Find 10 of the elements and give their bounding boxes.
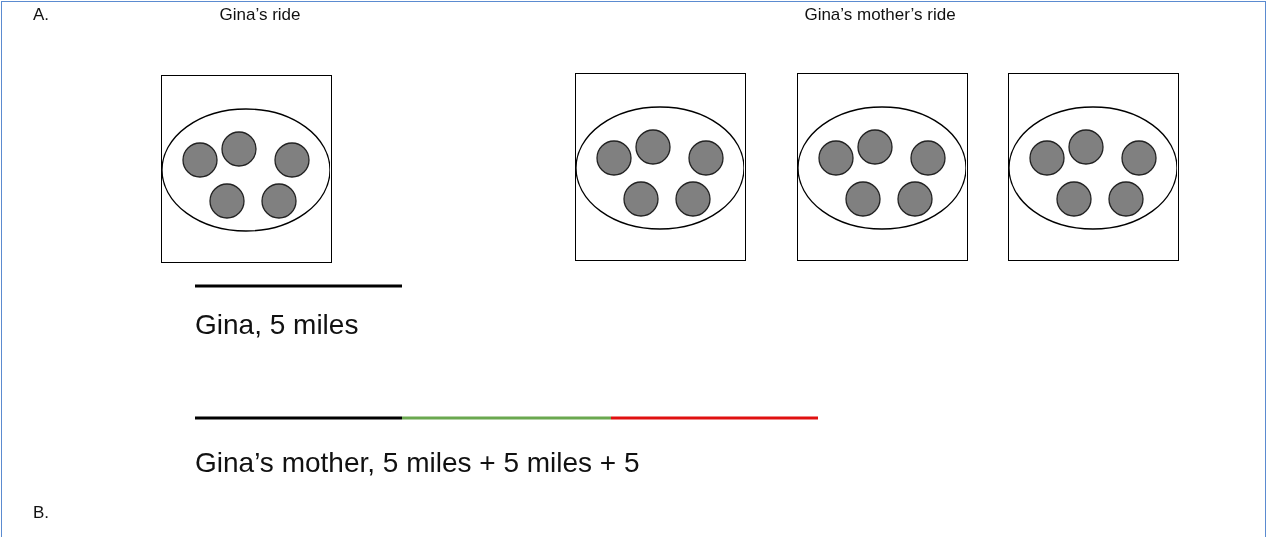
heading-letter: A. xyxy=(33,5,50,25)
caption: Gina’s mother’s ride xyxy=(804,5,956,25)
distance-label: Gina’s mother, 5 miles + 5 miles + 5 xyxy=(195,447,640,480)
distance-label: Gina, 5 miles xyxy=(195,309,359,342)
square-frame xyxy=(161,75,332,263)
caption: Gina’s ride xyxy=(219,5,301,25)
square-frame xyxy=(575,73,746,261)
heading-letter: B. xyxy=(33,503,50,523)
square-frame xyxy=(1008,73,1179,261)
square-frame xyxy=(797,73,968,261)
